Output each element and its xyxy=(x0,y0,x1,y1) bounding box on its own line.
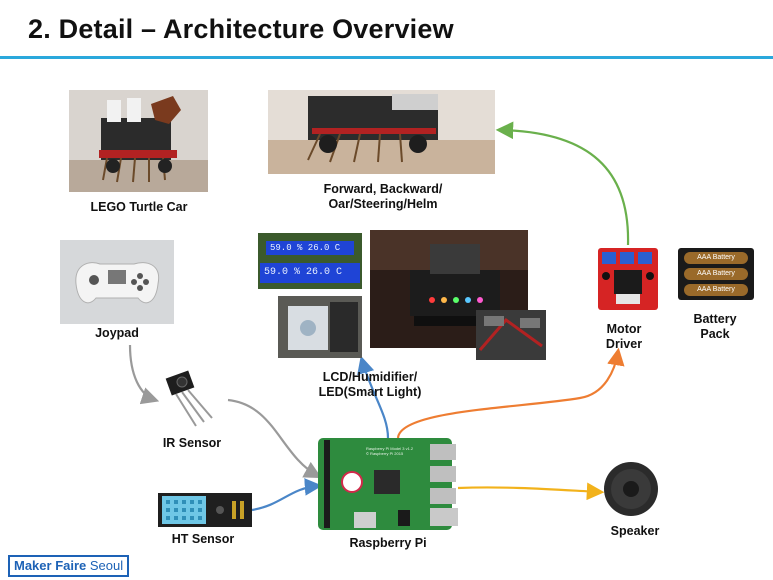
maker-faire-seoul-logo: Maker Faire Seoul xyxy=(8,555,130,577)
arrow-pi-to-speaker xyxy=(457,482,605,501)
arrow-pi-to-motor xyxy=(396,347,625,439)
joypad-label: Joypad xyxy=(95,326,139,340)
ir-sensor-photo xyxy=(160,366,226,432)
arrow-ht-to-pi xyxy=(251,478,323,512)
battery-pack-photo: AAA Battery AAA Battery AAA Battery xyxy=(678,248,754,300)
ir-sensor-label: IR Sensor xyxy=(162,436,222,450)
logo-city: Seoul xyxy=(89,558,124,573)
joypad-photo xyxy=(60,240,174,324)
lcd-humidifier-led-label: LCD/Humidifier/ LED(Smart Light) xyxy=(318,370,422,399)
lego-turtle-car-photo xyxy=(69,90,208,192)
forward-backward-photo xyxy=(268,90,495,174)
motor-driver-label: Motor Driver xyxy=(605,322,643,351)
page-title: 2. Detail – Architecture Overview xyxy=(28,14,454,44)
lego-car-label: LEGO Turtle Car xyxy=(90,200,188,214)
lcd-panel-photo: 59.0 % 26.0 C 59.0 % 26.0 C xyxy=(258,233,362,289)
speaker-photo xyxy=(602,460,660,520)
raspberry-pi-label: Raspberry Pi xyxy=(349,536,427,550)
ht-sensor-photo xyxy=(158,493,252,527)
pi-board-print: Raspberry Pi Model 3 v1.2 © Raspberry Pi… xyxy=(366,446,414,456)
forward-backward-label: Forward, Backward/ Oar/Steering/Helm xyxy=(323,182,443,211)
battery-cell: AAA Battery xyxy=(684,284,748,296)
lcd-screen: 59.0 % 26.0 C xyxy=(266,241,354,255)
arrow-motor-to-car xyxy=(495,121,630,246)
logo-brand: Maker Faire xyxy=(14,558,87,573)
inner-wiring-photo xyxy=(476,310,546,360)
raspberry-pi-photo: Raspberry Pi Model 3 v1.2 © Raspberry Pi… xyxy=(318,438,460,530)
speaker-label: Speaker xyxy=(610,524,660,538)
arrow-pi-to-lcd xyxy=(357,355,390,439)
ht-sensor-label: HT Sensor xyxy=(171,532,235,546)
battery-cell: AAA Battery xyxy=(684,252,748,264)
lcd-screen: 59.0 % 26.0 C xyxy=(260,263,360,283)
arrow-ir-to-pi xyxy=(227,398,322,479)
title-divider xyxy=(0,56,773,59)
arrow-joypad-to-ir xyxy=(128,344,160,405)
battery-cell: AAA Battery xyxy=(684,268,748,280)
battery-pack-label: Battery Pack xyxy=(693,312,737,341)
motor-driver-photo xyxy=(596,246,660,312)
humidifier-photo xyxy=(278,296,362,358)
